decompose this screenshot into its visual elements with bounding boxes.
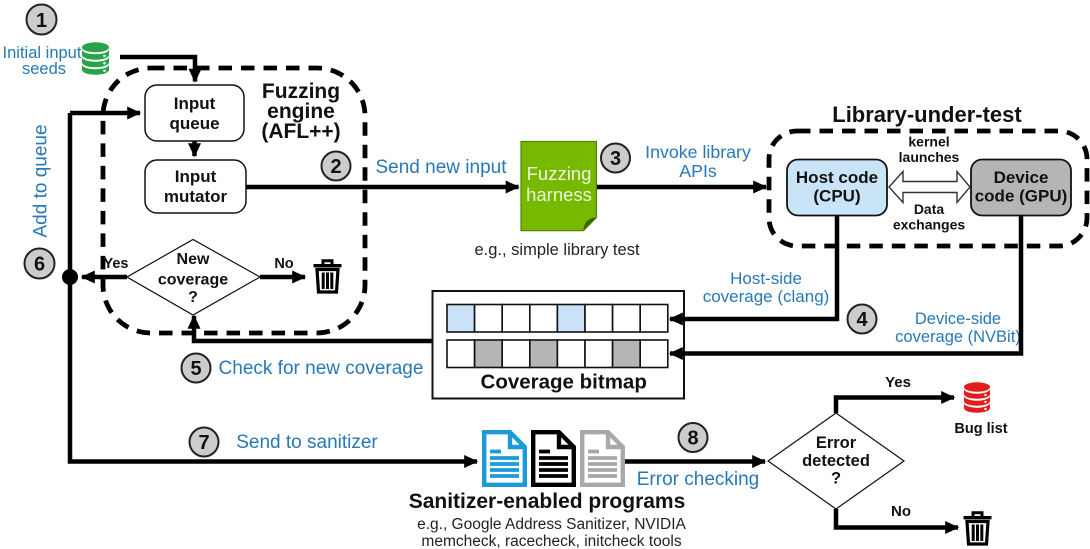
svg-text:Send to sanitizer: Send to sanitizer — [236, 432, 378, 453]
svg-text:memcheck, racecheck, initcheck: memcheck, racecheck, initcheck tools — [421, 533, 681, 549]
svg-text:?: ? — [188, 289, 198, 306]
svg-text:coverage (NVBit): coverage (NVBit) — [895, 328, 1021, 346]
svg-text:Library-under-test: Library-under-test — [832, 102, 1022, 127]
svg-text:exchanges: exchanges — [893, 217, 966, 233]
svg-text:Fuzzing: Fuzzing — [262, 80, 340, 103]
svg-text:Yes: Yes — [104, 256, 129, 272]
svg-text:kernel: kernel — [908, 134, 949, 150]
svg-text:New: New — [177, 251, 210, 268]
svg-text:Data: Data — [914, 201, 945, 217]
svg-text:Send new input: Send new input — [376, 157, 508, 178]
svg-text:5: 5 — [190, 358, 201, 380]
svg-text:Check for new coverage: Check for new coverage — [219, 358, 424, 379]
svg-text:Host code: Host code — [796, 168, 878, 187]
svg-text:6: 6 — [34, 254, 45, 276]
svg-text:APIs: APIs — [679, 161, 717, 181]
svg-text:mutator: mutator — [164, 187, 228, 206]
svg-text:No: No — [274, 256, 293, 272]
svg-text:No: No — [891, 503, 911, 520]
svg-text:coverage (clang): coverage (clang) — [703, 287, 830, 306]
svg-text:seeds: seeds — [22, 60, 66, 78]
svg-text:(AFL++): (AFL++) — [261, 120, 340, 143]
svg-text:coverage: coverage — [158, 272, 228, 289]
svg-text:detected: detected — [802, 452, 870, 470]
svg-text:Sanitizer-enabled programs: Sanitizer-enabled programs — [409, 490, 686, 513]
svg-text:queue: queue — [169, 114, 219, 133]
svg-text:Device-side: Device-side — [915, 310, 1001, 328]
svg-text:Fuzzing: Fuzzing — [527, 163, 592, 184]
svg-text:code (GPU): code (GPU) — [975, 187, 1068, 206]
svg-text:Input: Input — [175, 167, 217, 186]
svg-text:Yes: Yes — [885, 374, 911, 391]
svg-text:launches: launches — [899, 149, 960, 165]
svg-text:Coverage bitmap: Coverage bitmap — [481, 371, 647, 394]
svg-text:Input: Input — [174, 94, 216, 113]
svg-text:Host-side: Host-side — [730, 269, 802, 288]
svg-text:engine: engine — [267, 100, 335, 123]
svg-text:Bug list: Bug list — [954, 421, 1007, 437]
svg-text:3: 3 — [610, 148, 621, 170]
svg-text:?: ? — [831, 470, 841, 488]
svg-text:8: 8 — [687, 428, 698, 450]
svg-text:e.g., simple library test: e.g., simple library test — [474, 241, 639, 259]
svg-text:1: 1 — [36, 10, 47, 32]
svg-text:(CPU): (CPU) — [813, 187, 860, 206]
svg-text:Error checking: Error checking — [637, 469, 760, 490]
svg-text:Initial input: Initial input — [3, 44, 82, 62]
svg-text:2: 2 — [330, 156, 341, 178]
svg-text:Error: Error — [816, 434, 857, 452]
svg-text:Device: Device — [994, 168, 1049, 187]
svg-text:harness: harness — [526, 184, 592, 205]
svg-text:Invoke library: Invoke library — [645, 142, 751, 162]
svg-text:Add to queue: Add to queue — [31, 124, 52, 237]
svg-text:7: 7 — [198, 432, 209, 454]
svg-text:4: 4 — [856, 309, 868, 331]
svg-text:e.g., Google Address Sanitizer: e.g., Google Address Sanitizer, NVIDIA — [417, 516, 686, 533]
